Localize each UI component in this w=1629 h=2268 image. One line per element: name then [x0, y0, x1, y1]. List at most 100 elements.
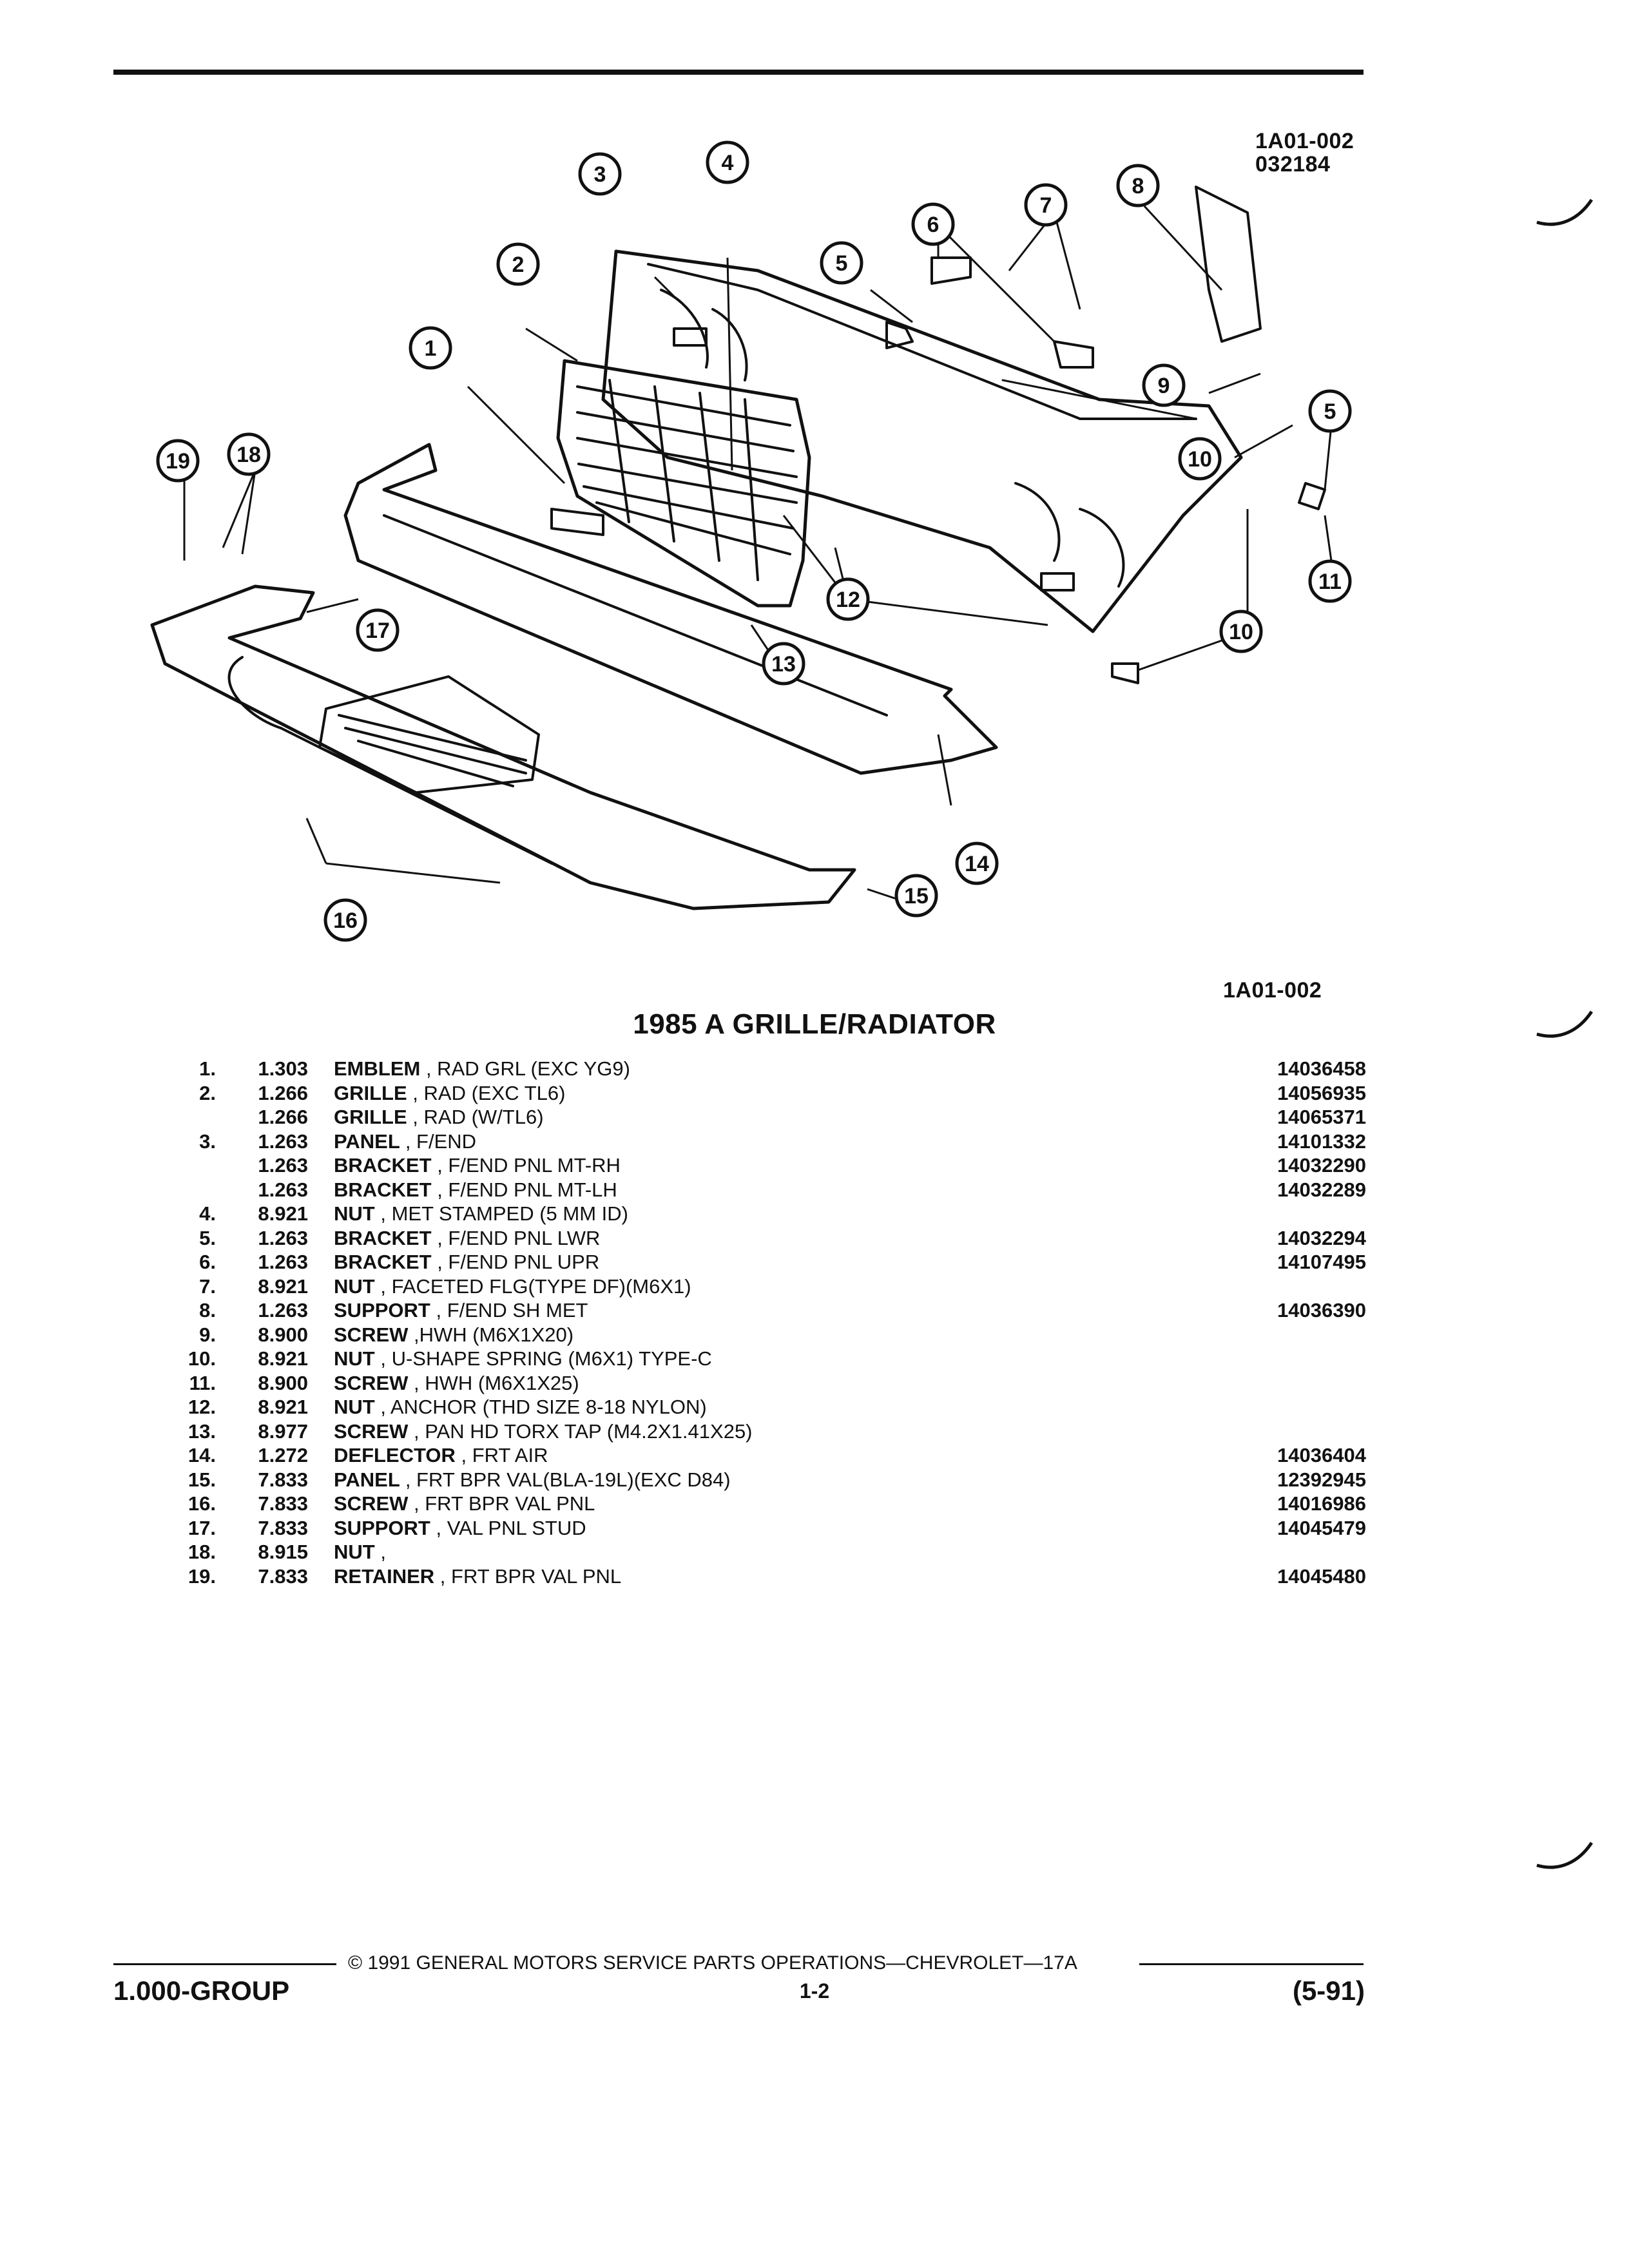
- part-number: 14065371: [1277, 1106, 1366, 1128]
- part-name: PANEL: [334, 1468, 400, 1491]
- item-number: 5.: [199, 1226, 216, 1249]
- svg-text:5: 5: [836, 251, 848, 276]
- part-detail: , HWH (M6X1X25): [414, 1371, 579, 1394]
- item-number: 4.: [199, 1202, 216, 1225]
- footer-rule-right: [1139, 1963, 1364, 1965]
- part-description: SCREW , HWH (M6X1X25): [334, 1370, 584, 1395]
- binder-mark: [1536, 1010, 1594, 1038]
- svg-text:2: 2: [512, 253, 525, 277]
- group-number: 7.833: [258, 1516, 308, 1539]
- section-title: 1985 A GRILLE/RADIATOR: [633, 1008, 996, 1040]
- svg-text:18: 18: [236, 443, 261, 467]
- part-description: PANEL , F/END: [334, 1129, 482, 1153]
- part-description: NUT , FACETED FLG(TYPE DF)(M6X1): [334, 1274, 697, 1298]
- group-number: 1.263: [258, 1129, 308, 1153]
- callout-15: 15: [894, 874, 938, 918]
- svg-text:7: 7: [1040, 193, 1052, 218]
- part-detail: , U-SHAPE SPRING (M6X1) TYPE-C: [380, 1347, 712, 1370]
- part-detail: , F/END PNL LWR: [437, 1226, 601, 1249]
- callout-10-lower: 10: [1219, 610, 1263, 653]
- part-name: BRACKET: [334, 1226, 432, 1249]
- diagram-id-top: 1A01-002: [1255, 129, 1354, 153]
- part-description: BRACKET , F/END PNL UPR: [334, 1250, 605, 1274]
- callout-19: 19: [156, 439, 200, 483]
- part-number: 14101332: [1277, 1129, 1366, 1153]
- binder-mark: [1536, 198, 1594, 226]
- svg-text:9: 9: [1158, 374, 1170, 398]
- part-name: SCREW: [334, 1371, 409, 1394]
- part-number: 14045480: [1277, 1564, 1366, 1588]
- callout-7: 7: [1024, 183, 1068, 227]
- part-detail: , F/END PNL MT-LH: [437, 1178, 617, 1201]
- part-name: SUPPORT: [334, 1516, 430, 1539]
- parts-list-row: 11. 8.900 SCREW , HWH (M6X1X25): [168, 1370, 1366, 1395]
- svg-text:3: 3: [594, 162, 606, 187]
- page-number: 1-2: [799, 1979, 830, 2003]
- revision-date: (5-91): [1292, 1975, 1365, 2006]
- part-detail: , PAN HD TORX TAP (M4.2X1.41X25): [414, 1419, 753, 1443]
- callout-1: 1: [409, 326, 452, 370]
- group-number: 1.263: [258, 1226, 308, 1249]
- part-number: 14032289: [1277, 1178, 1366, 1201]
- part-detail: , VAL PNL STUD: [436, 1516, 586, 1539]
- group-number: 8.900: [258, 1371, 308, 1394]
- lower-bracket: [885, 321, 914, 349]
- air-deflector: [343, 443, 998, 775]
- callout-2: 2: [496, 242, 540, 286]
- callout-5-upper: 5: [820, 241, 863, 285]
- item-number: 17.: [188, 1516, 216, 1539]
- item-number: 12.: [188, 1396, 216, 1418]
- part-detail: , FACETED FLG(TYPE DF)(M6X1): [380, 1274, 691, 1298]
- item-number: 8.: [199, 1299, 216, 1321]
- callout-4: 4: [706, 140, 749, 184]
- group-number: 8.900: [258, 1323, 308, 1346]
- svg-text:10: 10: [1188, 447, 1212, 472]
- item-number: 11.: [189, 1371, 216, 1394]
- copyright-notice: © 1991 GENERAL MOTORS SERVICE PARTS OPER…: [348, 1952, 1077, 1974]
- part-name: BRACKET: [334, 1154, 432, 1177]
- item-number: 18.: [188, 1541, 216, 1563]
- top-rule: [113, 70, 1364, 75]
- part-name: NUT: [334, 1541, 375, 1563]
- callout-5-lower: 5: [1308, 389, 1352, 433]
- diagram-date: 032184: [1255, 152, 1331, 177]
- group-label: 1.000-GROUP: [113, 1975, 290, 2006]
- callout-14: 14: [955, 841, 999, 885]
- group-number: 7.833: [258, 1468, 308, 1491]
- callout-13: 13: [762, 642, 805, 686]
- group-number: 1.303: [258, 1057, 308, 1080]
- callout-17: 17: [356, 608, 400, 652]
- callout-16: 16: [323, 898, 367, 942]
- svg-text:16: 16: [333, 908, 358, 933]
- binder-mark: [1536, 1841, 1594, 1869]
- item-number: 3.: [199, 1129, 216, 1153]
- part-name: NUT: [334, 1347, 375, 1370]
- part-detail: , MET STAMPED (5 MM ID): [380, 1202, 628, 1225]
- front-end-panel: [601, 249, 1243, 633]
- callout-6: 6: [911, 202, 955, 246]
- part-name: RETAINER: [334, 1564, 435, 1588]
- part-name: EMBLEM: [334, 1057, 421, 1080]
- item-number: 10.: [188, 1347, 216, 1370]
- part-number: 14045479: [1277, 1516, 1366, 1539]
- part-number: 14056935: [1277, 1081, 1366, 1104]
- part-detail: , F/END PNL UPR: [437, 1251, 600, 1273]
- part-description: NUT , MET STAMPED (5 MM ID): [334, 1202, 633, 1226]
- svg-text:10: 10: [1229, 620, 1253, 644]
- part-name: SCREW: [334, 1492, 409, 1515]
- callout-11: 11: [1308, 559, 1352, 603]
- item-number: 19.: [188, 1564, 216, 1588]
- svg-text:1: 1: [425, 336, 437, 361]
- svg-text:14: 14: [965, 852, 989, 876]
